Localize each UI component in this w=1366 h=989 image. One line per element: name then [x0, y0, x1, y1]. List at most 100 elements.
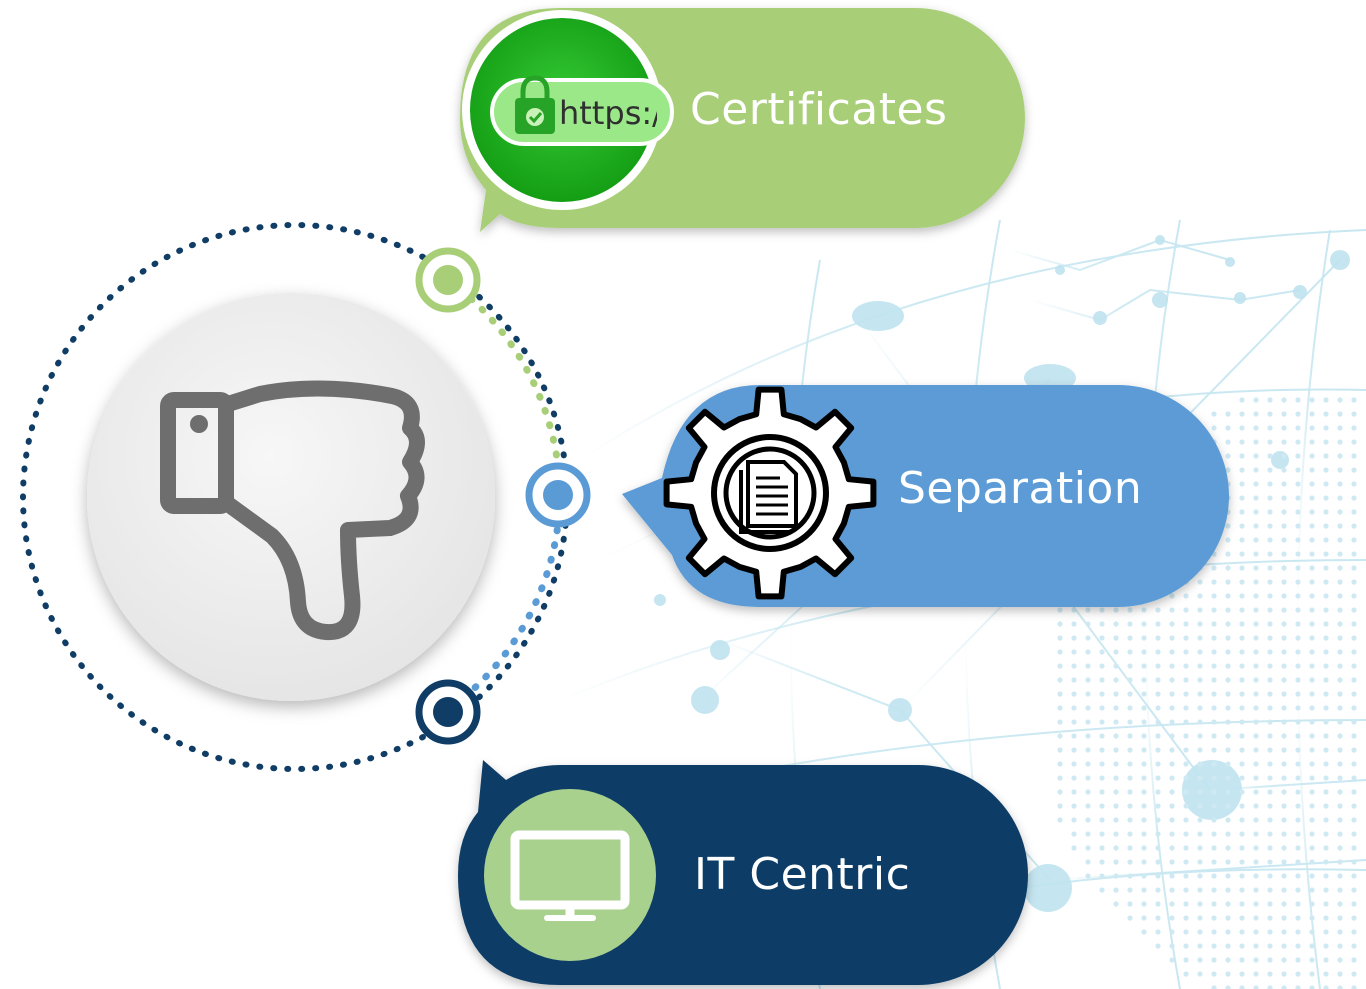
halftone-dot [1295, 537, 1301, 543]
halftone-dot [1253, 887, 1259, 893]
halftone-dot [1281, 425, 1287, 431]
halftone-dot [1113, 621, 1119, 627]
halftone-dot [1085, 733, 1091, 739]
blue-orbit-node [525, 462, 591, 528]
halftone-dot [1197, 579, 1203, 585]
halftone-dot [1295, 593, 1301, 599]
halftone-dot [1323, 579, 1329, 585]
halftone-dot [1267, 495, 1273, 501]
halftone-dot [1309, 887, 1315, 893]
halftone-dot [1267, 593, 1273, 599]
halftone-dot [1239, 803, 1245, 809]
blue-orbit-segment [444, 496, 564, 714]
halftone-dot [1071, 775, 1077, 781]
halftone-dot [1197, 691, 1203, 697]
halftone-dot [1351, 733, 1357, 739]
halftone-dot [1351, 747, 1357, 753]
halftone-dot [1169, 593, 1175, 599]
halftone-dot [1337, 523, 1343, 529]
halftone-dot [1337, 425, 1343, 431]
halftone-dot [1099, 705, 1105, 711]
halftone-dot [1337, 397, 1343, 403]
halftone-dot [1281, 579, 1287, 585]
halftone-dot [1253, 915, 1259, 921]
halftone-dot [1127, 761, 1133, 767]
halftone-dot [1267, 775, 1273, 781]
halftone-dot [1085, 817, 1091, 823]
halftone-dot [1113, 789, 1119, 795]
halftone-dot [1057, 705, 1063, 711]
halftone-dot [1239, 691, 1245, 697]
halftone-dot [1323, 677, 1329, 683]
halftone-dot [1183, 873, 1189, 879]
halftone-dot [1169, 691, 1175, 697]
halftone-dot [1099, 635, 1105, 641]
halftone-dot [1071, 663, 1077, 669]
halftone-dot [1295, 943, 1301, 949]
halftone-dot [1085, 635, 1091, 641]
halftone-dot [1085, 621, 1091, 627]
halftone-dot [1169, 621, 1175, 627]
halftone-dot [1141, 677, 1147, 683]
halftone-dot [1183, 957, 1189, 963]
halftone-dot [1099, 607, 1105, 613]
halftone-dot [1141, 915, 1147, 921]
halftone-dot [1071, 761, 1077, 767]
halftone-dot [1099, 761, 1105, 767]
halftone-dot [1071, 831, 1077, 837]
halftone-dot [1225, 929, 1231, 935]
halftone-dot [1225, 439, 1231, 445]
halftone-dot [1057, 761, 1063, 767]
halftone-dot [1169, 775, 1175, 781]
halftone-dot [1351, 467, 1357, 473]
halftone-dot [1169, 705, 1175, 711]
halftone-dot [1225, 411, 1231, 417]
halftone-dot [1309, 509, 1315, 515]
halftone-dot [1183, 733, 1189, 739]
halftone-dot [1197, 859, 1203, 865]
halftone-dot [1281, 943, 1287, 949]
halftone-dot [1211, 579, 1217, 585]
halftone-dot [1309, 831, 1315, 837]
halftone-dot [1197, 845, 1203, 851]
halftone-dot [1141, 705, 1147, 711]
halftone-dot [1099, 859, 1105, 865]
halftone-dot [1099, 747, 1105, 753]
halftone-dot [1281, 705, 1287, 711]
halftone-dot [1253, 551, 1259, 557]
halftone-dot [1281, 649, 1287, 655]
halftone-dot [1225, 579, 1231, 585]
halftone-dot [1183, 887, 1189, 893]
halftone-dot [1211, 691, 1217, 697]
halftone-dot [1351, 481, 1357, 487]
halftone-dot [1351, 663, 1357, 669]
halftone-dot [1351, 551, 1357, 557]
halftone-dot [1351, 817, 1357, 823]
halftone-dot [1225, 775, 1231, 781]
halftone-dot [1337, 705, 1343, 711]
halftone-dot [1337, 649, 1343, 655]
halftone-dot [1337, 551, 1343, 557]
halftone-dot [1281, 621, 1287, 627]
halftone-dot [1113, 691, 1119, 697]
halftone-dot [1323, 803, 1329, 809]
halftone-dot [1323, 439, 1329, 445]
halftone-dot [1225, 537, 1231, 543]
halftone-dot [1281, 775, 1287, 781]
halftone-dot [1295, 705, 1301, 711]
halftone-dot [1337, 915, 1343, 921]
halftone-dot [1351, 803, 1357, 809]
halftone-dot [1281, 747, 1287, 753]
halftone-dot [1099, 719, 1105, 725]
halftone-dot [1071, 733, 1077, 739]
halftone-dot [1295, 803, 1301, 809]
halftone-dot [1211, 873, 1217, 879]
halftone-dot [1183, 747, 1189, 753]
halftone-dot [1183, 649, 1189, 655]
halftone-dot [1323, 495, 1329, 501]
halftone-dot [1099, 831, 1105, 837]
halftone-dot [1071, 817, 1077, 823]
halftone-dot [1337, 873, 1343, 879]
halftone-dot [1211, 411, 1217, 417]
halftone-dot [1239, 845, 1245, 851]
